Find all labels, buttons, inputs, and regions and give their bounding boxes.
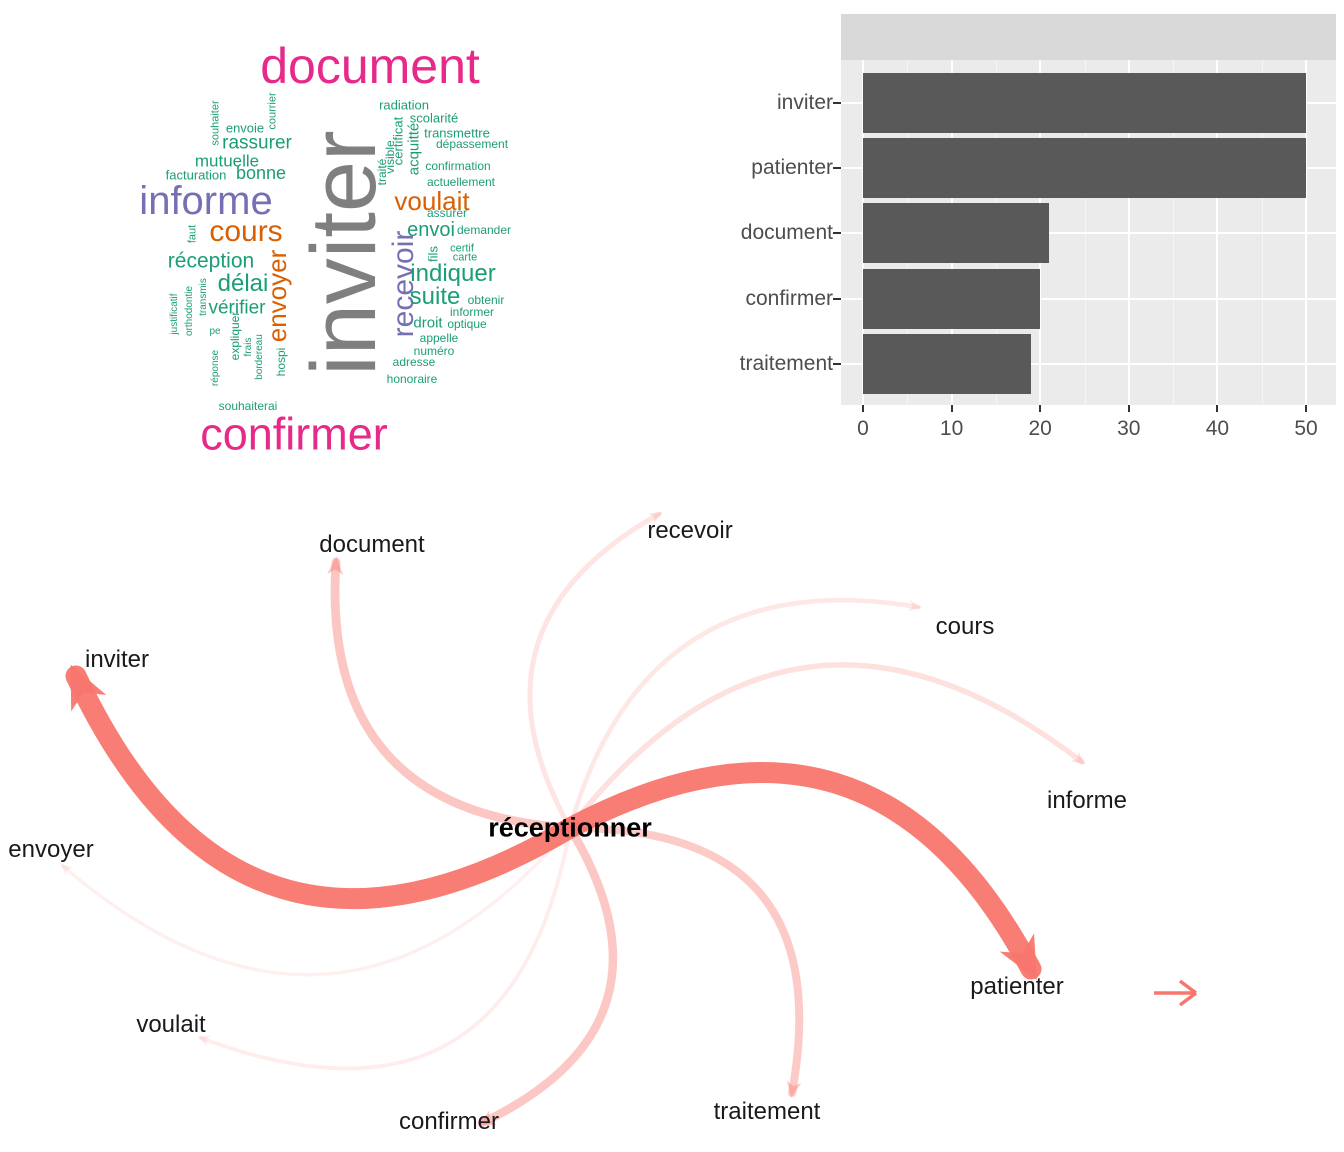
wordcloud-word: envoi (407, 219, 455, 241)
wordcloud-word: dépassement (435, 137, 509, 151)
y-tick-label: confirmer (745, 287, 833, 310)
x-tick-mark (1305, 405, 1307, 412)
wordcloud-word: pe (209, 326, 221, 337)
wordcloud-word: droit (413, 314, 443, 332)
wordcloud-word: cours (209, 215, 283, 248)
wordcloud-word: souhaiterai (218, 399, 278, 413)
node-label-patienter: patienter (970, 973, 1064, 1000)
y-tick-mark (833, 298, 841, 300)
wordcloud-word: bonne (235, 163, 287, 183)
wordcloud-word: optique (447, 317, 487, 331)
y-tick-mark (833, 102, 841, 104)
wordcloud-word: scolarité (409, 110, 459, 126)
legend-col-arrow-icon (1154, 979, 1198, 1007)
edge-arrow-confirmer (477, 823, 618, 1128)
wordcloud-word: assurer (426, 206, 468, 220)
node-label-envoyer: envoyer (8, 836, 94, 863)
x-tick-label: 50 (1294, 417, 1318, 440)
bar (863, 334, 1032, 394)
y-tick-label: document (740, 221, 833, 244)
bar (863, 203, 1050, 263)
gridline-major-horizontal (841, 298, 1336, 300)
node-label-traitement: traitement (713, 1098, 821, 1125)
wordcloud-word: facturation (165, 167, 227, 183)
wordcloud-word: appelle (419, 331, 459, 345)
edge-arrow-cours (567, 598, 922, 831)
wordcloud-word: document (260, 38, 480, 94)
edge-arrow-traitement (566, 823, 804, 1098)
wordcloud-word: numéro (413, 344, 455, 358)
edge-arrow-informe (567, 662, 1085, 831)
node-label-cours: cours (935, 613, 995, 640)
y-tick-label: inviter (776, 91, 833, 114)
wordcloud-word: actuellement (426, 175, 496, 189)
x-tick-label: 10 (939, 417, 964, 440)
bar (863, 138, 1306, 198)
wordcloud-word: délai (217, 270, 269, 297)
x-tick-mark (1127, 405, 1130, 412)
node-label-recevoir: recevoir (647, 517, 733, 544)
x-tick-label: 20 (1028, 417, 1052, 440)
node-label-voulait: voulait (136, 1011, 206, 1038)
wordcloud-word: certif (450, 242, 474, 255)
wordcloud-word: adresse (392, 355, 436, 369)
edge-arrow-voulait (197, 826, 572, 1071)
bar (863, 269, 1041, 329)
y-tick-mark (833, 167, 841, 169)
y-tick-mark (833, 232, 841, 234)
edge-arrow-patienter (559, 762, 1042, 981)
wordcloud-word: suite (409, 283, 461, 310)
wordcloud-word: carte (452, 251, 478, 264)
wordcloud-word: voulait (394, 186, 470, 216)
x-tick-mark (1216, 405, 1219, 412)
bar (863, 73, 1306, 133)
wordcloud-word: honoraire (386, 372, 438, 386)
node-label-document: document (319, 531, 425, 558)
wordcloud-word: confirmer (200, 408, 388, 460)
wordcloud-word: réception (167, 249, 255, 273)
wordcloud-word: transmettre (424, 125, 490, 141)
node-label-informe: informe (1046, 787, 1128, 814)
edge-arrow-inviter (65, 664, 581, 910)
x-tick-mark (950, 405, 953, 412)
edge-arrow-envoyer (60, 826, 572, 977)
wordcloud-word: confirmation (425, 159, 491, 173)
edge-arrow-recevoir (527, 511, 663, 831)
x-tick-label: 0 (857, 417, 869, 440)
facet-strip (841, 14, 1336, 60)
wordcloud-word: envoie (225, 120, 265, 136)
wordcloud-word: informer (449, 305, 495, 319)
x-tick-mark (862, 405, 864, 412)
wordcloud-word: informe (139, 179, 273, 223)
edge-arrow-document (327, 556, 575, 833)
y-tick-label: patienter (751, 156, 833, 179)
wordcloud-word: obtenir (467, 293, 505, 307)
wordcloud-word: mutuelle (194, 151, 260, 171)
y-tick-mark (833, 363, 841, 365)
x-tick-label: 30 (1117, 417, 1141, 440)
x-tick-label: 40 (1205, 417, 1230, 440)
wordcloud-word: rassurer (222, 132, 292, 154)
node-label-center: réceptionner (488, 812, 652, 843)
gridline-major-horizontal (841, 363, 1336, 365)
node-label-confirmer: confirmer (398, 1108, 500, 1135)
wordcloud-word: radiation (379, 97, 429, 113)
wordcloud-word: indiquer (410, 260, 496, 287)
wordcloud-word: demander (456, 223, 512, 237)
wordcloud-word: vérifier (208, 297, 266, 319)
x-tick-mark (1039, 405, 1042, 412)
node-label-inviter: inviter (84, 646, 150, 673)
plot-panel (841, 60, 1336, 405)
gridline-major-horizontal (841, 232, 1336, 234)
y-tick-label: traitement (739, 352, 833, 375)
